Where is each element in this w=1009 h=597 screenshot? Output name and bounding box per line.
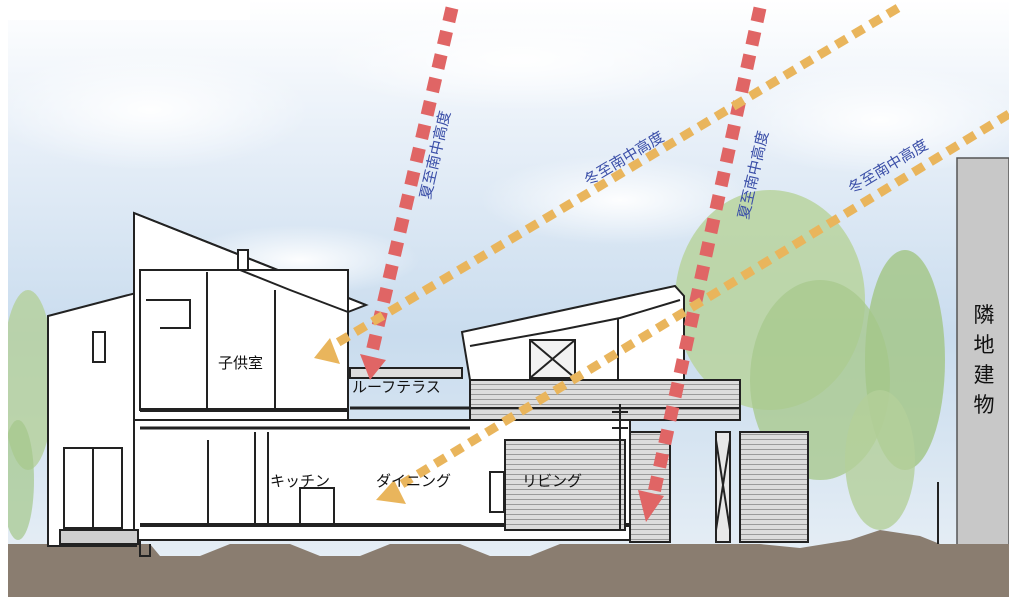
dining-label: ダイニング [376,472,451,490]
summer-ray-left [365,6,459,354]
winter-arrow-left-icon [314,338,340,364]
neighbor-building-label: 隣 地 建 物 [974,303,995,417]
neighbor-label-char-3: 建 [974,363,995,387]
left-house [47,211,631,557]
sun-rays [329,4,1009,504]
neighbor-building [956,157,1009,549]
ray-arrowheads [314,338,664,522]
right-house [349,284,939,544]
summer-arrow-left-icon [360,354,386,380]
summer-arrow-right-icon [638,490,664,522]
white-margin [0,0,250,20]
neighbor-label-char-4: 物 [974,393,995,417]
ground [8,530,1009,597]
kids-room-label: 子供室 [218,354,263,372]
roof-terrace-label: ルーフテラス [352,378,441,396]
neighbor-label-char-2: 地 [974,333,995,357]
winter-ray-left [329,4,901,350]
kitchen-label: キッチン [270,472,330,490]
clouds [0,10,1009,295]
summer-ray-right [645,6,767,504]
room-labels: 子供室 ルーフテラス キッチン ダイニング リビング [218,354,582,490]
white-left-edge [0,0,8,597]
background-trees [2,190,945,540]
winter-arrow-right-icon [376,480,406,504]
living-label: リビング [522,472,582,490]
neighbor-label-char-1: 隣 [974,303,995,327]
